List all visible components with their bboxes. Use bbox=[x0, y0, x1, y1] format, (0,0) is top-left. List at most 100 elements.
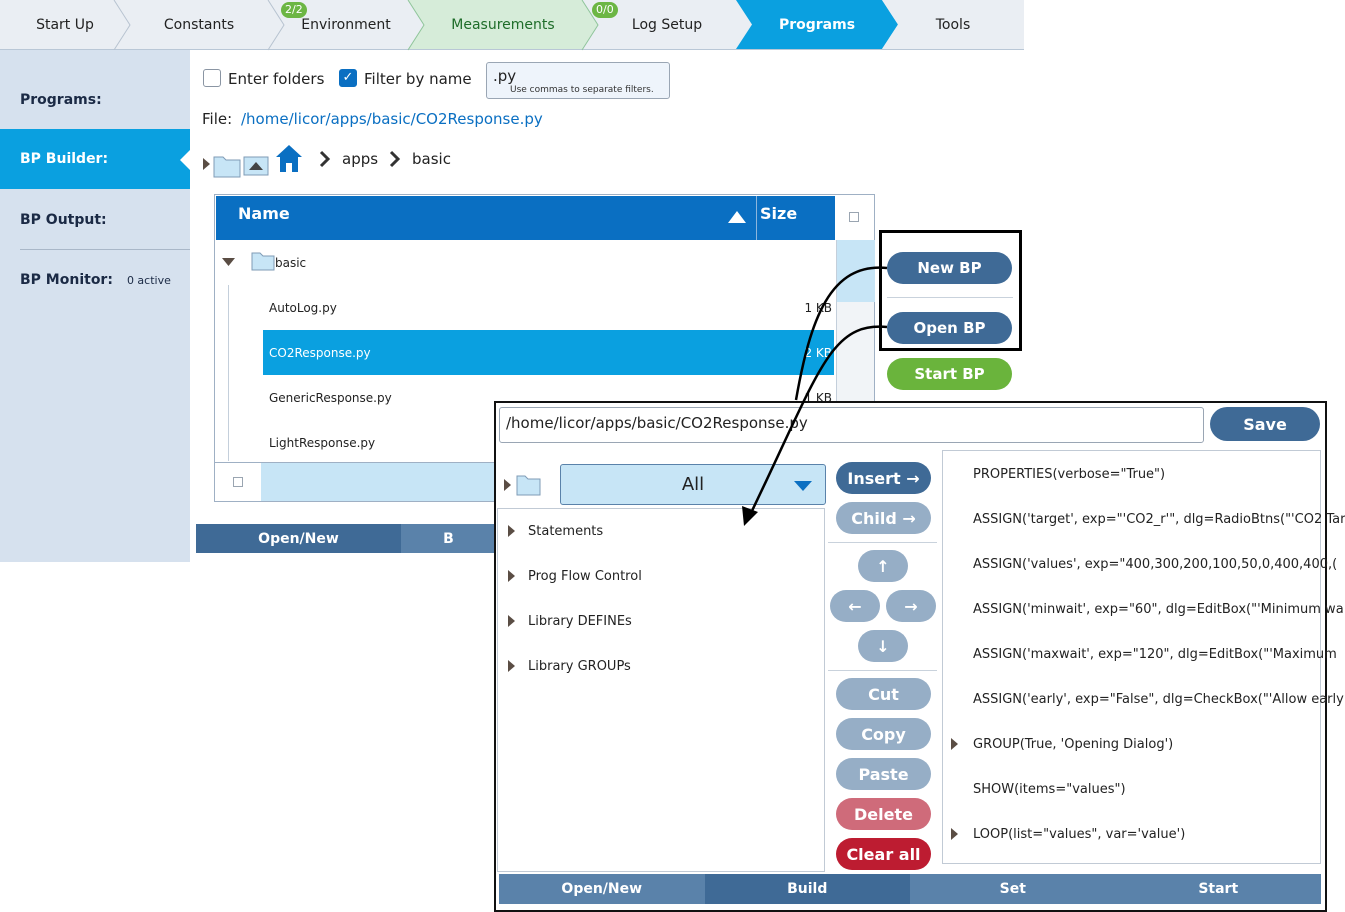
copy-button[interactable]: Copy bbox=[836, 718, 931, 750]
expand-caret-icon[interactable] bbox=[951, 828, 958, 840]
enter-folders-checkbox[interactable] bbox=[203, 69, 221, 87]
tab-separators bbox=[113, 0, 599, 51]
program-line[interactable]: ASSIGN('maxwait', exp="120", dlg=EditBox… bbox=[973, 647, 1337, 662]
scrollbar-thumb[interactable] bbox=[837, 240, 875, 302]
sidebar-item-bp-builder[interactable]: BP Builder: bbox=[0, 129, 190, 189]
delete-button[interactable]: Delete bbox=[836, 798, 931, 830]
tab-constants[interactable]: Constants bbox=[114, 0, 284, 49]
move-down-button[interactable]: ↓ bbox=[858, 630, 908, 662]
column-size-header[interactable]: Size bbox=[760, 204, 798, 223]
folder-icon bbox=[516, 475, 541, 496]
breadcrumb-apps[interactable]: apps bbox=[342, 150, 379, 168]
sidebar-item-bp-monitor[interactable]: BP Monitor: 0 active bbox=[20, 272, 171, 288]
tab-open-new[interactable]: Open/New bbox=[196, 524, 401, 553]
tab-programs[interactable]: Programs bbox=[736, 0, 898, 49]
log-setup-badge: 0/0 bbox=[592, 2, 618, 18]
file-row[interactable]: AutoLog.py 1 KB bbox=[269, 300, 832, 315]
tree-line bbox=[228, 285, 229, 461]
sidebar-item-programs[interactable]: Programs: bbox=[20, 92, 102, 108]
open-bp-button[interactable]: Open BP bbox=[887, 312, 1012, 344]
filter-input[interactable]: .py bbox=[486, 62, 670, 99]
library-tree: Statements Prog Flow Control Library DEF… bbox=[497, 508, 825, 872]
program-line[interactable]: ASSIGN('values', exp="400,300,200,100,50… bbox=[973, 557, 1338, 572]
tab-set[interactable]: Set bbox=[910, 874, 1116, 904]
sidebar-active-pointer bbox=[180, 150, 190, 170]
editor-bottom-tabs: Open/New Build Set Start bbox=[499, 874, 1321, 904]
child-button[interactable]: Child → bbox=[836, 502, 931, 534]
expand-caret-icon[interactable] bbox=[508, 570, 515, 582]
program-line[interactable]: GROUP(True, 'Opening Dialog') bbox=[973, 737, 1174, 752]
main-bottom-tabs: Open/New B bbox=[196, 524, 496, 553]
library-item-library-defines[interactable]: Library DEFINEs bbox=[528, 614, 632, 629]
program-list: PROPERTIES(verbose="True") ASSIGN('targe… bbox=[942, 450, 1345, 864]
tab-open-new[interactable]: Open/New bbox=[499, 874, 705, 904]
select-all-icon[interactable] bbox=[233, 477, 243, 487]
file-path[interactable]: /home/licor/apps/basic/CO2Response.py bbox=[241, 110, 543, 128]
file-label: File: bbox=[202, 110, 233, 128]
program-line[interactable]: ASSIGN('minwait', exp="60", dlg=EditBox(… bbox=[973, 602, 1344, 617]
folder-row[interactable]: basic bbox=[216, 241, 835, 286]
environment-badge: 2/2 bbox=[281, 2, 307, 18]
expand-caret-icon[interactable] bbox=[508, 525, 515, 537]
expand-caret-icon[interactable] bbox=[508, 615, 515, 627]
bp-editor-panel: /home/licor/apps/basic/CO2Response.py Sa… bbox=[494, 401, 1345, 912]
grid-header: Name Size bbox=[216, 196, 835, 240]
folder-icon bbox=[251, 252, 275, 271]
top-tab-strip: Start Up Constants Environment 2/2 Measu… bbox=[0, 0, 1024, 50]
bp-monitor-count: 0 active bbox=[126, 273, 171, 287]
library-item-statements[interactable]: Statements bbox=[528, 524, 604, 539]
sidebar: Programs: BP Builder: BP Output: BP Moni… bbox=[0, 50, 190, 562]
cut-button[interactable]: Cut bbox=[836, 678, 931, 710]
button-group-divider bbox=[828, 542, 937, 543]
save-button[interactable]: Save bbox=[1210, 407, 1320, 441]
program-line[interactable]: ASSIGN('target', exp="'CO2_r'", dlg=Radi… bbox=[973, 512, 1345, 527]
sidebar-divider bbox=[20, 249, 190, 250]
library-folder-controls bbox=[504, 475, 541, 496]
folder-icon bbox=[213, 156, 241, 178]
tab-build[interactable]: Build bbox=[704, 874, 910, 904]
tab-start[interactable]: Start bbox=[1115, 874, 1321, 904]
sidebar-item-bp-output[interactable]: BP Output: bbox=[20, 212, 107, 228]
tab-tools[interactable]: Tools bbox=[882, 0, 1024, 49]
breadcrumb-basic[interactable]: basic bbox=[412, 150, 451, 168]
column-name-header[interactable]: Name bbox=[238, 204, 290, 223]
action-divider bbox=[887, 297, 1013, 298]
expand-caret-icon bbox=[504, 479, 511, 491]
program-path-input[interactable]: /home/licor/apps/basic/CO2Response.py bbox=[499, 407, 1204, 443]
filter-by-name-label: Filter by name bbox=[364, 70, 472, 88]
file-row-selected[interactable]: CO2Response.py 2 KB bbox=[263, 330, 834, 375]
tab-start-up[interactable]: Start Up bbox=[0, 0, 130, 49]
home-icon bbox=[276, 145, 302, 172]
insert-button[interactable]: Insert → bbox=[836, 462, 931, 494]
chevron-right-icon bbox=[319, 150, 331, 168]
program-line[interactable]: ASSIGN('early', exp="False", dlg=CheckBo… bbox=[973, 692, 1344, 707]
expand-caret-icon[interactable] bbox=[508, 660, 515, 672]
file-row[interactable]: LightResponse.py bbox=[269, 435, 376, 450]
expand-caret-icon[interactable] bbox=[951, 738, 958, 750]
program-line[interactable]: LOOP(list="values", var='value') bbox=[973, 827, 1186, 842]
expanded-caret-icon[interactable] bbox=[222, 257, 236, 267]
paste-button[interactable]: Paste bbox=[836, 758, 931, 790]
program-line[interactable]: SHOW(items="values") bbox=[973, 782, 1126, 797]
sort-ascending-icon[interactable] bbox=[728, 210, 746, 224]
clear-all-button[interactable]: Clear all bbox=[836, 838, 931, 870]
move-right-button[interactable]: → bbox=[886, 590, 936, 622]
new-bp-button[interactable]: New BP bbox=[887, 252, 1012, 284]
column-picker-icon[interactable] bbox=[849, 212, 859, 222]
chevron-right-icon bbox=[389, 150, 401, 168]
filter-by-name-checkbox[interactable]: ✓ bbox=[339, 69, 357, 87]
breadcrumb-icons bbox=[203, 145, 302, 178]
tab-build[interactable]: B bbox=[401, 524, 496, 553]
button-group-divider bbox=[828, 670, 937, 671]
library-item-library-groups[interactable]: Library GROUPs bbox=[528, 659, 631, 674]
move-left-button[interactable]: ← bbox=[830, 590, 880, 622]
program-line[interactable]: PROPERTIES(verbose="True") bbox=[973, 467, 1166, 482]
library-filter-dropdown[interactable]: All bbox=[560, 464, 826, 505]
filter-hint: Use commas to separate filters. bbox=[510, 85, 654, 95]
parent-folder-icon bbox=[243, 156, 269, 176]
library-item-prog-flow-control[interactable]: Prog Flow Control bbox=[528, 569, 642, 584]
folder-name: basic bbox=[275, 256, 307, 270]
move-up-button[interactable]: ↑ bbox=[858, 550, 908, 582]
start-bp-button[interactable]: Start BP bbox=[887, 358, 1012, 390]
tab-measurements[interactable]: Measurements bbox=[408, 0, 598, 49]
